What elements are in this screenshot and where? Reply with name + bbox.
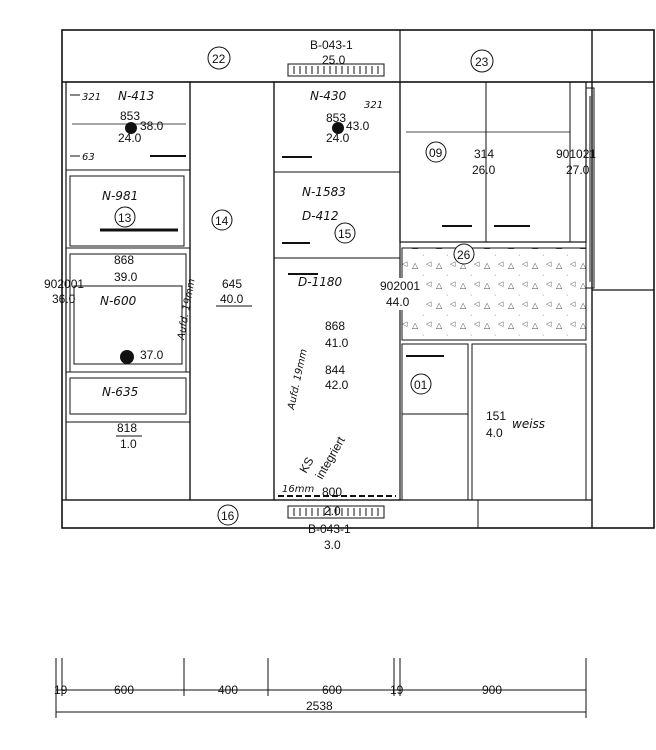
n1583-label: N-1583 xyxy=(302,185,346,199)
n600-label: N-600 xyxy=(100,294,137,308)
val38: 38.0 xyxy=(140,119,164,133)
top-vent-grille xyxy=(287,63,385,77)
val868b: 868 xyxy=(325,319,345,333)
circle-14: 14 xyxy=(215,214,229,228)
mm16-label: 16mm xyxy=(282,484,314,495)
bottom-vent-grille xyxy=(287,505,385,519)
val42: 42.0 xyxy=(325,378,349,392)
arrow-63: 63 xyxy=(82,152,95,163)
circle-22: 22 xyxy=(212,52,226,66)
arrow-321-mid: 321 xyxy=(364,100,383,111)
side-left-code: 902001 xyxy=(44,277,84,291)
val40: 40.0 xyxy=(220,292,244,306)
ks-label: KS xyxy=(296,455,316,476)
val868a: 868 xyxy=(114,253,134,267)
val39: 39.0 xyxy=(114,270,138,284)
top-header-value: 25.0 xyxy=(322,53,346,67)
val44: 44.0 xyxy=(386,295,410,309)
val4: 4.0 xyxy=(486,426,503,440)
val37: 37.0 xyxy=(140,348,164,362)
circle-13: 13 xyxy=(118,211,132,225)
val800: 800 xyxy=(322,485,342,499)
right-lower-left xyxy=(401,343,469,501)
val10: 1.0 xyxy=(120,437,137,451)
circle-16: 16 xyxy=(221,509,235,523)
dim-900: 900 xyxy=(482,683,502,697)
val645: 645 xyxy=(222,277,242,291)
dim-total: 2538 xyxy=(306,699,333,713)
aufd-left: Aufd. 19mm xyxy=(176,278,198,342)
d412-label: D-412 xyxy=(302,209,338,223)
bottom-value: 3.0 xyxy=(324,538,341,552)
val151: 151 xyxy=(486,409,506,423)
val853a: 853 xyxy=(120,109,140,123)
val844: 844 xyxy=(325,363,345,377)
aufd-middle: Aufd. 19mm xyxy=(286,348,310,412)
integriert-label: integriert xyxy=(312,433,348,481)
dim-19b: 19 xyxy=(390,683,404,697)
dim-600b: 600 xyxy=(322,683,342,697)
val818: 818 xyxy=(117,421,137,435)
dim-600a: 600 xyxy=(114,683,134,697)
val240a: 24.0 xyxy=(118,131,142,145)
circle-23: 23 xyxy=(475,55,489,69)
right-upper xyxy=(399,81,587,243)
side-left-value: 36.0 xyxy=(52,292,76,306)
code902001-right: 902001 xyxy=(380,279,420,293)
val43: 43.0 xyxy=(346,119,370,133)
top-header-code: B-043-1 xyxy=(310,38,353,52)
countertop-backsplash xyxy=(401,247,587,341)
circle-26: 26 xyxy=(457,248,471,262)
n413-label: N-413 xyxy=(118,89,154,103)
bottom-code2: B-043-1 xyxy=(308,522,351,536)
val314: 314 xyxy=(474,147,494,161)
arrow-321-left: 321 xyxy=(82,92,101,103)
bottom-code1: 2.0 xyxy=(324,504,341,518)
val27: 27.0 xyxy=(566,163,590,177)
circle-01: 01 xyxy=(414,378,428,392)
tall-panel xyxy=(189,81,275,501)
val853b: 853 xyxy=(326,111,346,125)
n981-label: N-981 xyxy=(102,189,138,203)
dim-19a: 19 xyxy=(54,683,68,697)
val26: 26.0 xyxy=(472,163,496,177)
dim-400: 400 xyxy=(218,683,238,697)
outer-frame xyxy=(61,29,655,529)
n635-label: N-635 xyxy=(102,385,138,399)
weiss-label: weiss xyxy=(512,417,545,431)
val240b: 24.0 xyxy=(326,131,350,145)
d1180-label: D-1180 xyxy=(298,275,342,289)
circle-09: 09 xyxy=(429,146,443,160)
n430-label: N-430 xyxy=(310,89,347,103)
val41: 41.0 xyxy=(325,336,349,350)
circle-15: 15 xyxy=(338,227,352,241)
